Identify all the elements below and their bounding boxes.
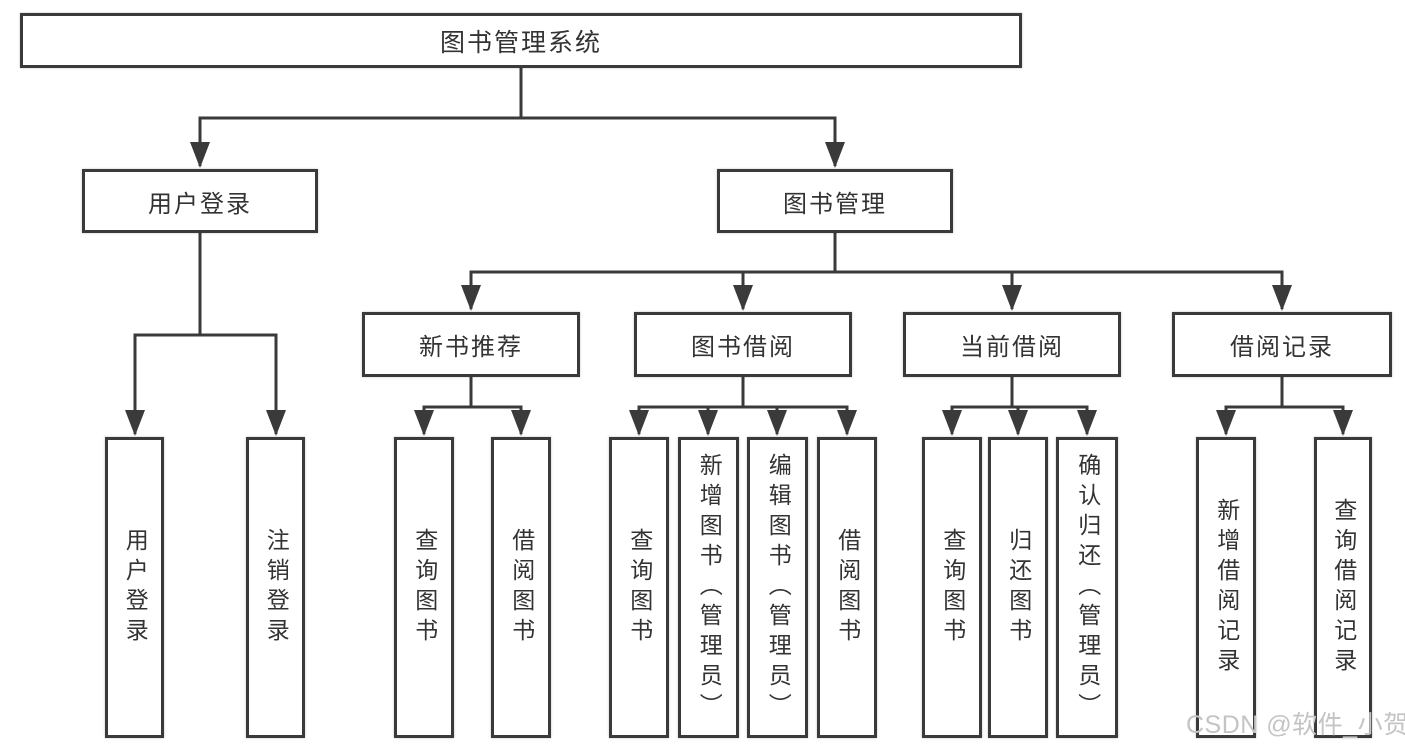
- leaf-current-query-books: 查询图书: [922, 437, 982, 738]
- leaf-borrowing-query-books: 查询图书: [609, 437, 669, 738]
- leaf-newbook-query-books: 查询图书: [394, 437, 454, 738]
- node-label: 图书管理系统: [439, 28, 602, 57]
- leaf-logout-login: 注销登录: [246, 437, 305, 738]
- node-book-management: 图书管理: [717, 169, 953, 233]
- node-label: 图书借阅: [691, 334, 795, 361]
- node-borrowing-records: 借阅记录: [1172, 312, 1392, 377]
- node-new-book-recommend: 新书推荐: [362, 312, 580, 377]
- node-label: 查询图书: [626, 527, 653, 648]
- leaf-records-query-borrow-record: 查询借阅记录: [1314, 437, 1372, 738]
- leaf-current-return-books: 归还图书: [988, 437, 1048, 738]
- node-label: 注销登录: [263, 527, 290, 648]
- node-root-library-system: 图书管理系统: [20, 13, 1022, 68]
- node-label: 新书推荐: [419, 334, 523, 361]
- csdn-watermark: CSDN @软件_小贺同学: [1186, 711, 1405, 739]
- leaf-current-confirm-return-admin: 确认归还（管理员）: [1056, 437, 1118, 738]
- node-label: 归还图书: [1005, 527, 1032, 648]
- node-label: 查询借阅记录: [1330, 497, 1357, 678]
- node-label: 借阅图书: [508, 527, 535, 648]
- node-label: 借阅图书: [834, 527, 861, 648]
- leaf-user-login: 用户登录: [105, 437, 164, 738]
- node-label: 用户登录: [148, 190, 252, 218]
- node-label: 用户登录: [122, 527, 149, 648]
- node-label: 新增借阅记录: [1213, 497, 1240, 678]
- leaf-newbook-borrow-books: 借阅图书: [491, 437, 551, 738]
- node-label: 查询图书: [411, 527, 438, 648]
- node-label: 图书管理: [783, 190, 887, 218]
- node-label: 编辑图书（管理员）: [765, 452, 792, 723]
- node-label: 新增图书（管理员）: [696, 452, 723, 723]
- leaf-records-add-borrow-record: 新增借阅记录: [1196, 437, 1256, 738]
- leaf-borrowing-edit-books-admin: 编辑图书（管理员）: [747, 437, 808, 738]
- node-label: 当前借阅: [960, 334, 1064, 361]
- node-label: 借阅记录: [1230, 334, 1334, 361]
- leaf-borrowing-borrow-books: 借阅图书: [817, 437, 877, 738]
- node-user-login: 用户登录: [82, 169, 318, 233]
- leaf-borrowing-add-books-admin: 新增图书（管理员）: [678, 437, 739, 738]
- node-label: 确认归还（管理员）: [1074, 452, 1101, 723]
- node-book-borrowing: 图书借阅: [634, 312, 852, 377]
- node-current-borrowing: 当前借阅: [903, 312, 1121, 377]
- node-label: 查询图书: [939, 527, 966, 648]
